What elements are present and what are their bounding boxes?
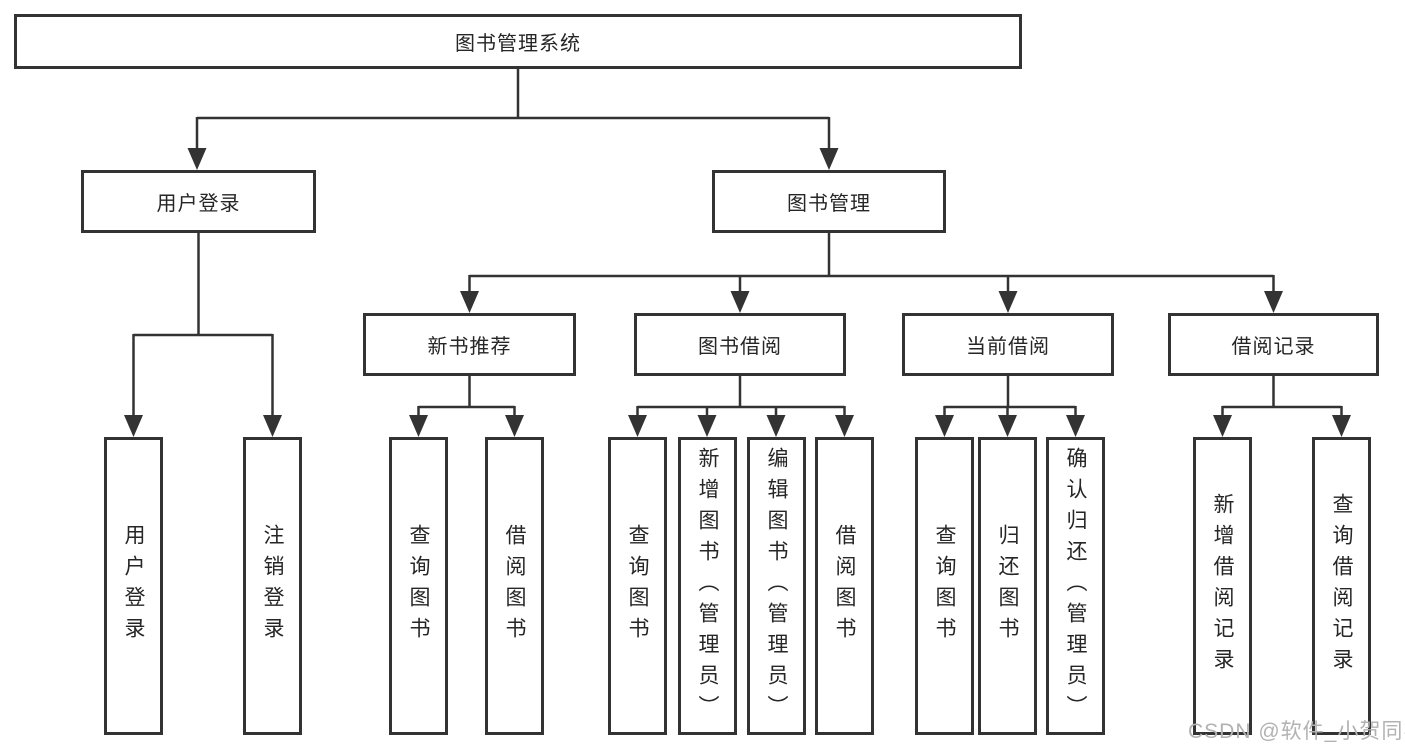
csdn-watermark: CSDN @软件_小贺同学 <box>1188 720 1405 743</box>
leaf-label: 新增借阅记录 <box>1211 493 1234 679</box>
leaf-borrow-books-recommend: 借阅图书 <box>485 437 544 735</box>
leaf-label: 新增图书（管理员） <box>696 446 719 726</box>
leaf-add-borrow-record: 新增借阅记录 <box>1193 437 1252 735</box>
node-label: 新书推荐 <box>427 336 512 358</box>
leaf-logout: 注销登录 <box>243 437 302 735</box>
leaf-user-login: 用户登录 <box>104 437 163 735</box>
node-label: 用户登录 <box>156 193 241 215</box>
leaf-label: 编辑图书（管理员） <box>765 446 788 726</box>
leaf-query-books-recommend: 查询图书 <box>389 437 448 735</box>
node-new-book-recommend: 新书推荐 <box>363 313 576 376</box>
leaf-query-borrow-record: 查询借阅记录 <box>1312 437 1371 735</box>
node-user-login: 用户登录 <box>81 170 316 233</box>
leaf-label: 借阅图书 <box>833 524 856 648</box>
leaf-query-books-borrow: 查询图书 <box>608 437 667 735</box>
leaf-label: 归还图书 <box>996 524 1019 648</box>
edge-borrow-record-children <box>1213 376 1351 437</box>
edge-current-borrow-children <box>935 376 1085 437</box>
leaf-label: 确认归还（管理员） <box>1064 446 1087 726</box>
node-label: 当前借阅 <box>966 336 1050 358</box>
leaf-label: 查询图书 <box>626 524 649 648</box>
leaf-query-books-current: 查询图书 <box>915 437 974 735</box>
node-borrow-record: 借阅记录 <box>1168 313 1379 376</box>
edge-book-mgmt-children <box>460 233 1283 313</box>
node-book-management: 图书管理 <box>712 170 946 233</box>
leaf-confirm-return-admin: 确认归还（管理员） <box>1046 437 1105 735</box>
edge-user-login-children <box>124 233 282 437</box>
leaf-label: 查询图书 <box>407 524 430 648</box>
leaf-label: 查询借阅记录 <box>1330 493 1353 679</box>
leaf-label: 注销登录 <box>261 524 284 648</box>
edge-new-books-children <box>409 376 524 437</box>
node-current-borrow: 当前借阅 <box>902 313 1114 376</box>
node-library-system: 图书管理系统 <box>14 14 1022 69</box>
edge-book-borrow-children <box>628 376 854 437</box>
node-book-borrow: 图书借阅 <box>634 313 846 376</box>
leaf-label: 借阅图书 <box>503 524 526 648</box>
node-label: 图书管理系统 <box>455 33 581 55</box>
edge-root-to-level2 <box>187 69 839 170</box>
leaf-borrow-books: 借阅图书 <box>815 437 874 735</box>
leaf-edit-books-admin: 编辑图书（管理员） <box>747 437 806 735</box>
leaf-label: 查询图书 <box>933 524 956 648</box>
node-label: 图书管理 <box>787 193 871 215</box>
leaf-add-books-admin: 新增图书（管理员） <box>678 437 737 735</box>
leaf-label: 用户登录 <box>122 524 145 648</box>
node-label: 借阅记录 <box>1231 336 1316 358</box>
leaf-return-books: 归还图书 <box>978 437 1037 735</box>
node-label: 图书借阅 <box>698 336 782 358</box>
